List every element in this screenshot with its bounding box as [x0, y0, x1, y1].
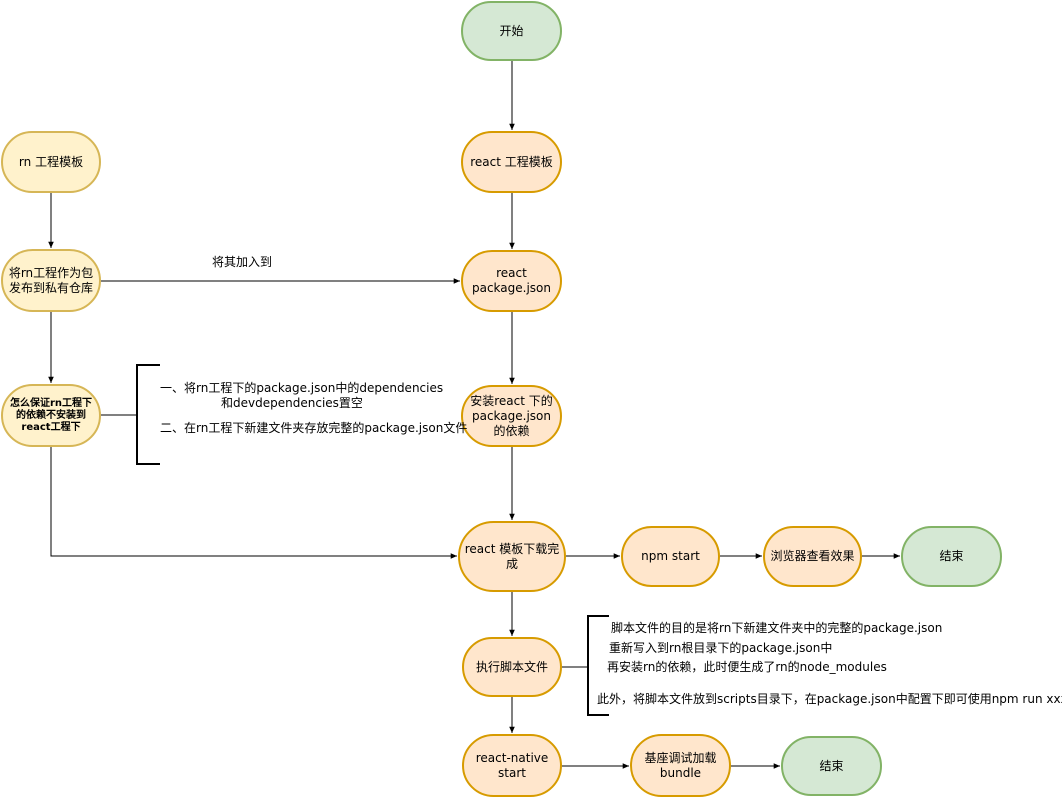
base-debug-bundle-node: 基座调试加载 bundle: [630, 734, 731, 797]
brace-ensure-notes: [136, 364, 160, 465]
browser-check-node: 浏览器查看效果: [763, 526, 862, 587]
install-react-deps-node: 安装react 下的package.json的依赖: [461, 385, 562, 447]
react-template-node: react 工程模板: [461, 131, 562, 193]
brace-script-notes: [587, 615, 609, 716]
script-note-line-2: 重新写入到rn根目录下的package.json中: [609, 641, 833, 655]
edge-ensure-to-done: [50, 447, 457, 559]
publish-rn-package-node: 将rn工程作为包发布到私有仓库: [1, 249, 101, 312]
template-download-done-node: react 模板下载完成: [458, 521, 566, 592]
end-node-1: 结束: [901, 526, 1002, 587]
script-note-line-4: 此外，将脚本文件放到scripts目录下，在package.json中配置下即可…: [597, 692, 1062, 706]
script-note-line-1: 脚本文件的目的是将rn下新建文件夹中的完整的package.json: [611, 621, 943, 635]
add-to-label: 将其加入到: [212, 255, 273, 269]
ensure-note-1-line-2: 和devdependencies置空: [221, 396, 363, 410]
ensure-note-1: 一、将rn工程下的package.json中的dependencies 和dev…: [160, 381, 444, 411]
ensure-note-1-line-1: 一、将rn工程下的package.json中的dependencies: [160, 381, 444, 395]
ensure-rn-deps-node: 怎么保证rn工程下的依赖不安装到react工程下: [1, 384, 101, 447]
rn-template-node: rn 工程模板: [1, 131, 101, 193]
script-note-line-3: 再安装rn的依赖，此时便生成了rn的node_modules: [607, 660, 887, 674]
start-node: 开始: [461, 1, 562, 61]
react-package-json-node: react package.json: [461, 250, 562, 312]
npm-start-node: npm start: [621, 526, 720, 587]
ensure-note-2: 二、在rn工程下新建文件夹存放完整的package.json文件: [160, 421, 468, 435]
react-native-start-node: react-native start: [462, 734, 562, 797]
end-node-2: 结束: [781, 736, 882, 796]
run-script-node: 执行脚本文件: [462, 637, 562, 697]
